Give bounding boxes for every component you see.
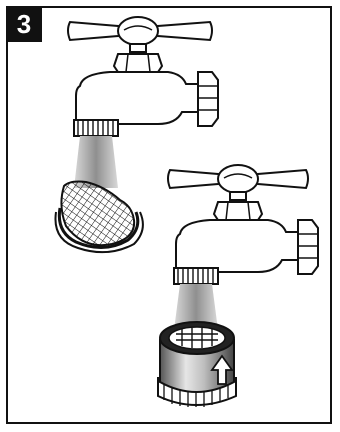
hose-adapter — [158, 322, 236, 407]
faucet-bottom — [168, 165, 318, 330]
faucet-top-threads — [74, 120, 118, 136]
faucet-top-handle — [68, 17, 212, 45]
faucet-bottom-threads — [174, 268, 218, 284]
cone-screen-filter — [55, 182, 142, 253]
faucet-bottom-handle — [168, 165, 308, 193]
water-stream-top — [74, 136, 118, 188]
faucet-top — [68, 17, 218, 188]
